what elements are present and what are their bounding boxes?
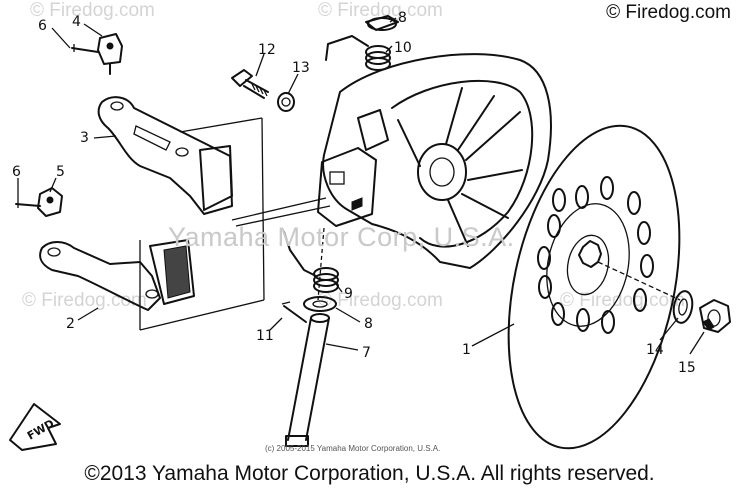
- callout-9: 9: [344, 286, 353, 302]
- callout-6-upper: 6: [38, 18, 47, 34]
- washer-14: [672, 290, 694, 324]
- callout-1: 1: [462, 342, 471, 358]
- pivot-shaft-7: [285, 227, 330, 447]
- callout-4: 4: [72, 14, 81, 30]
- callout-3: 3: [80, 130, 89, 146]
- callout-13: 13: [292, 60, 310, 76]
- fwd-label: FWD: [25, 417, 56, 443]
- watermark-top: © Firedog.com: [30, 0, 155, 21]
- brake-disc: [507, 124, 681, 450]
- forward-arrow-icon: FWD: [9, 403, 61, 451]
- bushing-8-top: [365, 15, 399, 31]
- callout-6-lower: 6: [12, 164, 21, 180]
- callout-7: 7: [362, 345, 371, 361]
- nut-13: [277, 92, 295, 112]
- arm-2: [39, 239, 195, 311]
- outline-box: [139, 117, 331, 331]
- callout-2: 2: [66, 316, 75, 332]
- watermark-top-right: © Firedog.com: [318, 0, 443, 21]
- nut-block-4: [97, 33, 123, 75]
- arm-3: [97, 96, 233, 215]
- small-credit: (c) 2005-2015 Yamaha Motor Corporation, …: [265, 444, 441, 453]
- callout-8-top: 8: [398, 10, 407, 26]
- cotter-pin-11: [281, 301, 307, 323]
- callout-14: 14: [646, 342, 664, 358]
- callout-5: 5: [56, 164, 65, 180]
- callout-12: 12: [258, 42, 276, 58]
- callouts: 6 4 3 6 5 2 12 13 8 10 9 8 11 7 1 14 15: [12, 10, 696, 376]
- copyright-footer: ©2013 Yamaha Motor Corporation, U.S.A. A…: [84, 462, 655, 485]
- callout-8-lower: 8: [364, 316, 373, 332]
- callout-15: 15: [678, 360, 696, 376]
- bolt-12: [231, 69, 269, 99]
- pin-6-upper: [71, 44, 99, 53]
- watermark-center: Yamaha Motor Corp, U.S.A.: [168, 222, 515, 252]
- watermark-bottom-mid: © Firedog.com: [318, 290, 443, 311]
- watermark-right-mid: © Firedog.com: [560, 290, 685, 311]
- caliper-housing: [317, 53, 552, 269]
- brand-label: © Firedog.com: [606, 2, 731, 23]
- bolt-5: [37, 187, 63, 217]
- pin-6-lower: [15, 200, 41, 208]
- washer-8-lower: [303, 296, 337, 312]
- callout-11: 11: [256, 328, 274, 344]
- leader-lines: [17, 17, 705, 355]
- spring-10: [325, 35, 391, 71]
- nut-15: [699, 299, 731, 333]
- callout-10: 10: [394, 40, 412, 56]
